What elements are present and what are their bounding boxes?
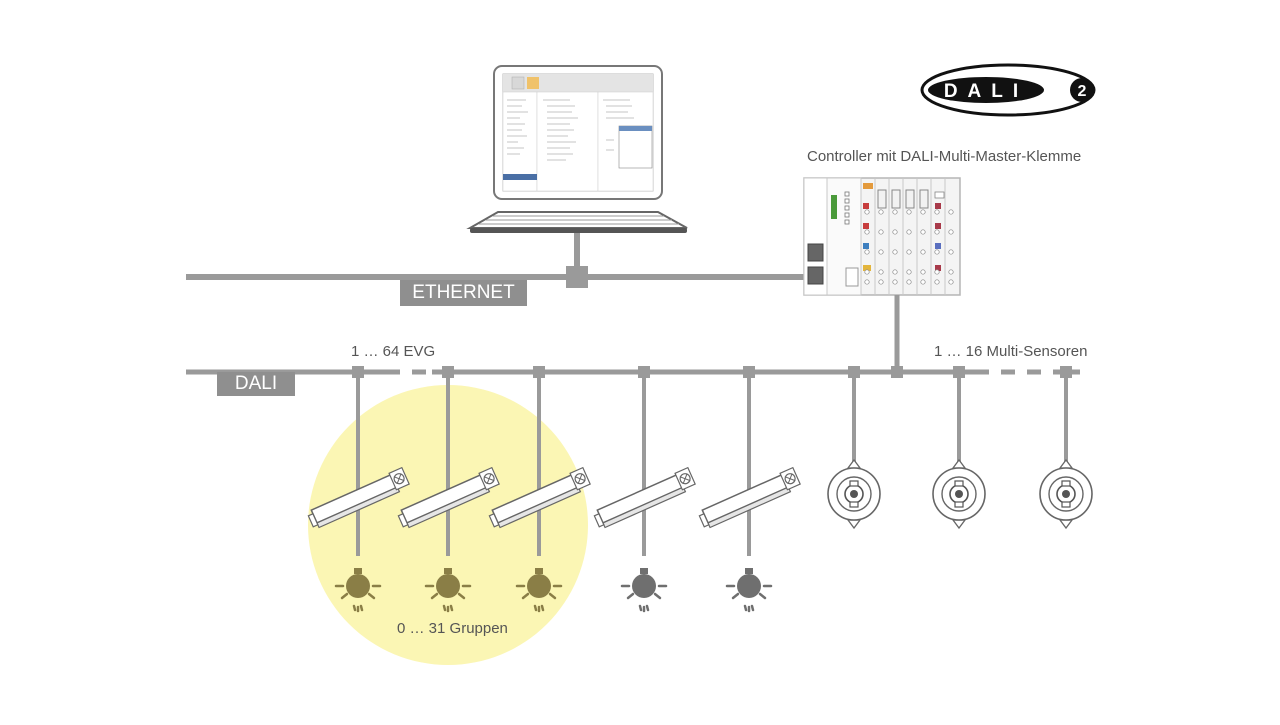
lamp-icon xyxy=(515,568,563,613)
multi-sensor-unit xyxy=(827,366,881,530)
lamp-icon xyxy=(424,568,472,613)
ecg-bus-node xyxy=(638,366,650,378)
sensor-bus-node xyxy=(848,366,860,378)
ecg-driver-icon xyxy=(698,466,801,529)
logo-version: 2 xyxy=(1078,83,1087,100)
ecg-range-label: 1 … 64 EVG xyxy=(351,343,436,360)
sensor-devices xyxy=(827,366,1093,530)
sensor-bus-node xyxy=(1060,366,1072,378)
dali-bus-label: DALI xyxy=(217,372,295,396)
controller-device xyxy=(803,177,961,296)
dali-2-logo: DALI 2 xyxy=(920,63,1096,117)
laptop-keyboard xyxy=(466,211,688,233)
multi-sensor-icon xyxy=(827,458,881,530)
ecg-unit xyxy=(488,366,591,613)
groups-label: 0 … 31 Gruppen xyxy=(397,620,508,637)
multi-sensor-icon xyxy=(932,458,986,530)
ethernet-switch-node xyxy=(566,266,588,288)
ecg-unit xyxy=(698,366,801,613)
logo-text: DALI xyxy=(944,81,1028,102)
ecg-driver-icon xyxy=(397,466,500,529)
multi-sensor-unit xyxy=(932,366,986,530)
ecg-bus-node xyxy=(442,366,454,378)
ecg-bus-node xyxy=(533,366,545,378)
ecg-driver-icon xyxy=(307,466,410,529)
controller-bus-node xyxy=(891,366,903,378)
laptop-icon xyxy=(493,65,663,200)
lamp-icon xyxy=(620,568,668,613)
ecg-devices xyxy=(307,366,801,613)
ecg-bus-node xyxy=(352,366,364,378)
sensor-range-label: 1 … 16 Multi-Sensoren xyxy=(934,343,1088,360)
lamp-icon xyxy=(725,568,773,613)
ethernet-label: ETHERNET xyxy=(400,280,527,306)
sensor-bus-node xyxy=(953,366,965,378)
multi-sensor-unit xyxy=(1039,366,1093,530)
ecg-bus-node xyxy=(743,366,755,378)
controller-label: Controller mit DALI-Multi-Master-Klemme xyxy=(807,148,1082,165)
ecg-unit xyxy=(307,366,410,613)
multi-sensor-icon xyxy=(1039,458,1093,530)
ecg-unit xyxy=(593,366,696,613)
ecg-driver-icon xyxy=(488,466,591,529)
lamp-icon xyxy=(334,568,382,613)
ecg-driver-icon xyxy=(593,466,696,529)
ecg-unit xyxy=(397,366,500,613)
